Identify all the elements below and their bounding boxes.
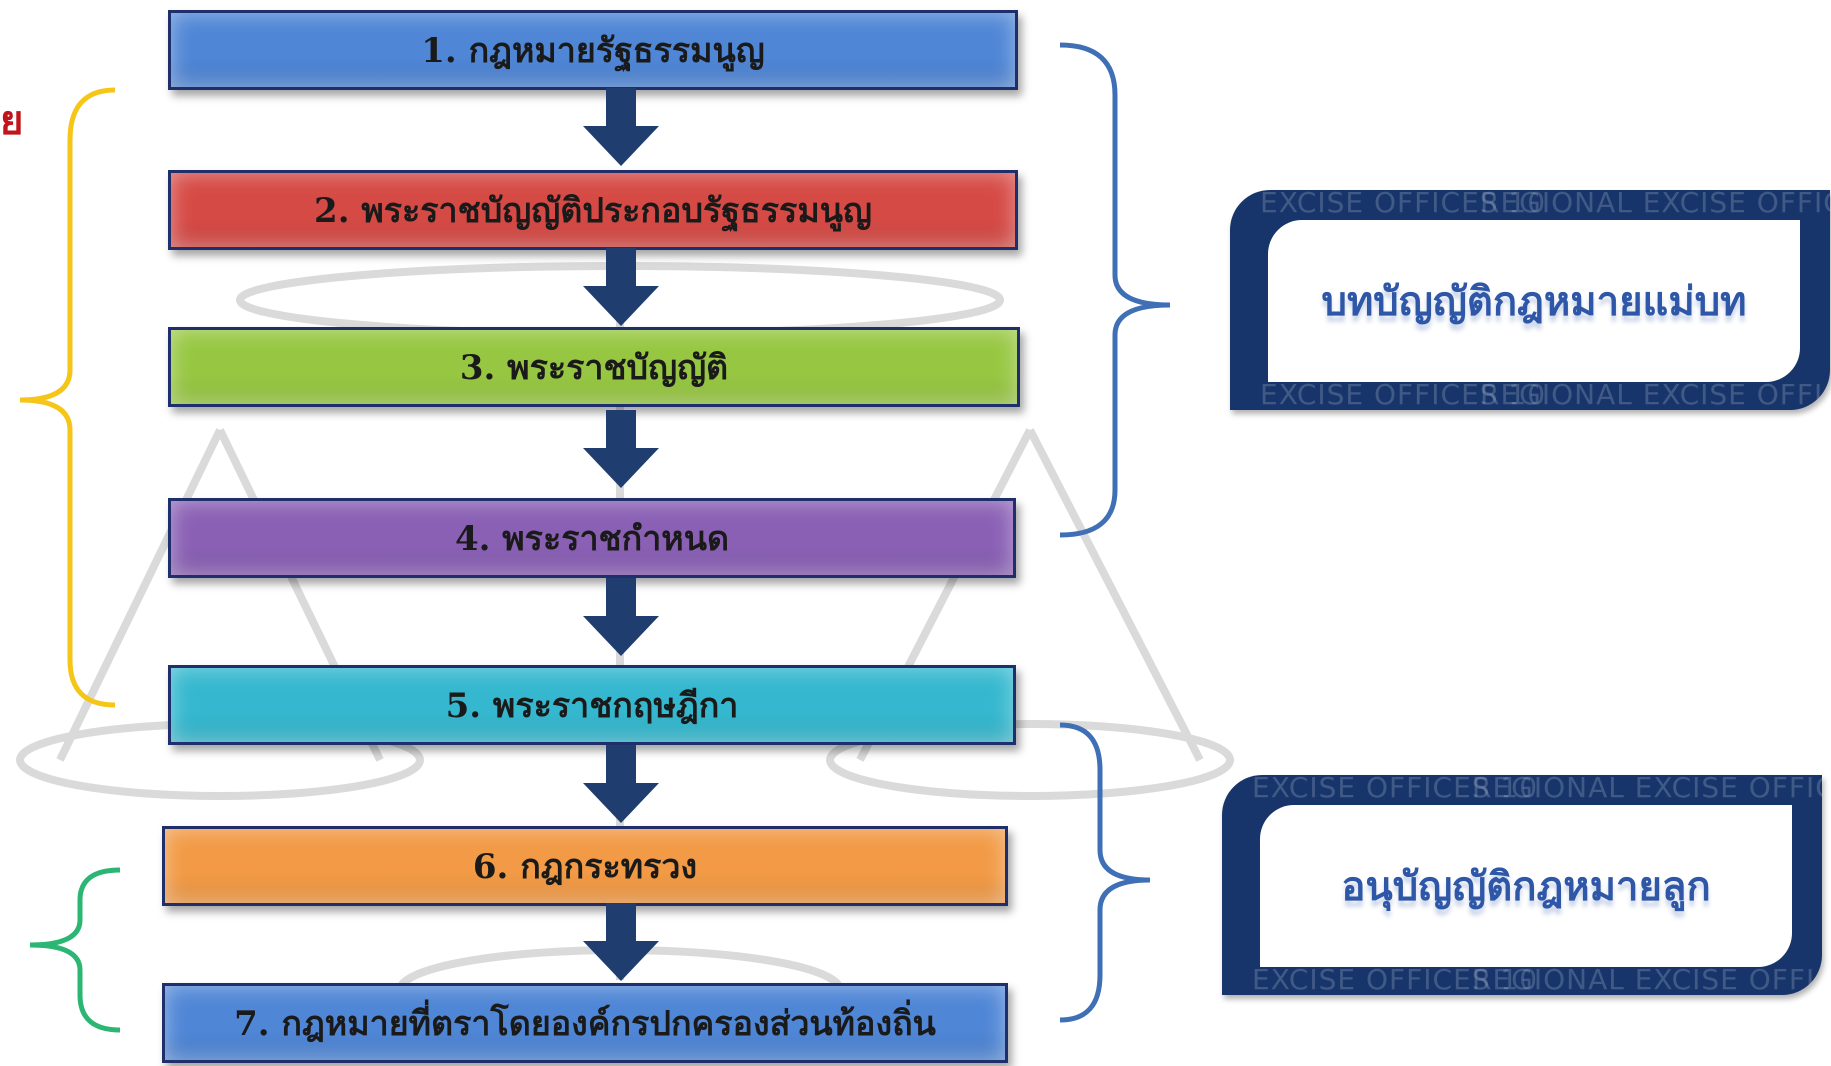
level-5-label: 5. พระราชกฤษฎีกา [445,686,739,726]
level-4-label: 4. พระราชกำหนด [454,519,730,559]
panel-watermark-text: EXCISE OFFICES 10 [1252,775,1539,804]
panel-watermark-text: EXCISE OFFICES 10 [1260,190,1547,219]
panel-watermark-text: REGIONAL EXCISE OFFICES 10 [1472,775,1822,804]
panel-watermark-text: REGIONAL EXCISE OFFICES 10 [1472,963,1822,995]
down-arrow-icon [583,88,659,166]
level-1-label: 1. กฎหมายรัฐธรรมนูญ [421,31,765,71]
down-arrow-icon [583,903,659,981]
level-6-ministerial-regulation: 6. กฎกระทรวง [162,826,1008,906]
parent-law-panel: EXCISE OFFICES 10 REGIONAL EXCISE OFFICE… [1230,190,1830,410]
blue-bracket-parent [1059,42,1171,538]
level-2-label: 2. พระราชบัญญัติประกอบรัฐธรรมนูญ [314,191,872,231]
blue-bracket-child [1059,722,1151,1023]
level-1-constitution: 1. กฎหมายรัฐธรรมนูญ [168,10,1018,90]
level-3-label: 3. พระราชบัญญัติ [459,348,729,388]
level-7-local-law: 7. กฎหมายที่ตราโดยองค์กรปกครองส่วนท้องถิ… [162,983,1008,1063]
down-arrow-icon [583,745,659,823]
level-2-organic-act: 2. พระราชบัญญัติประกอบรัฐธรรมนูญ [168,170,1018,250]
cut-off-label: ย [0,97,24,144]
level-6-label: 6. กฎกระทรวง [472,847,698,887]
down-arrow-icon [583,248,659,326]
level-7-label: 7. กฎหมายที่ตราโดยองค์กรปกครองส่วนท้องถิ… [234,1004,936,1044]
child-law-panel: EXCISE OFFICES 10 REGIONAL EXCISE OFFICE… [1222,775,1822,995]
yellow-bracket [19,87,116,708]
panel-watermark-text: EXCISE OFFICES 10 [1260,378,1547,410]
level-5-royal-decree: 5. พระราชกฤษฎีกา [168,665,1016,745]
down-arrow-icon [583,578,659,656]
child-law-label: อนุบัญญัติกฎหมายลูก [1260,805,1792,967]
panel-watermark-text: EXCISE OFFICES 10 [1252,963,1539,995]
level-4-emergency-decree: 4. พระราชกำหนด [168,498,1016,578]
panel-watermark-text: REGIONAL EXCISE OFFICES 10 [1480,378,1830,410]
panel-watermark-text: REGIONAL EXCISE OFFICES 10 [1480,190,1830,219]
down-arrow-icon [583,410,659,488]
parent-law-label: บทบัญญัติกฎหมายแม่บท [1268,220,1800,382]
level-3-act: 3. พระราชบัญญัติ [168,327,1020,407]
green-bracket [29,867,121,1033]
